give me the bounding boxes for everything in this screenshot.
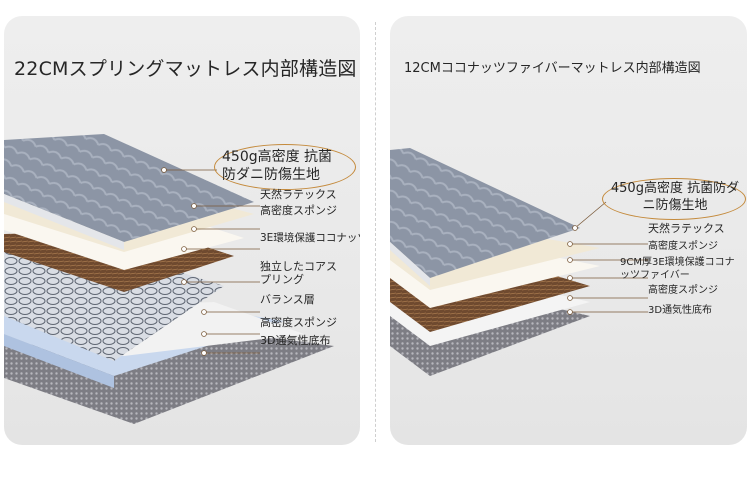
right-mattress-illustration: [390, 148, 648, 376]
label-coir: 9CM厚3E環境保護ココナッツファイバー: [620, 257, 735, 281]
label-balance: バランス層: [260, 293, 315, 306]
label-fabric: 450g高密度 抗菌防ダニ防傷生地: [222, 149, 333, 183]
label-bottom-fabric: 3D通気性底布: [260, 334, 331, 347]
label-spring: 独立したコアスプリング: [260, 260, 337, 286]
label-latex: 天然ラテックス: [648, 222, 725, 235]
label-sponge-lower: 高密度スポンジ: [648, 285, 718, 296]
left-title: 22CMスプリングマットレス内部構造図: [14, 58, 357, 80]
fabric-highlight-oval: [214, 144, 356, 190]
label-sponge: 高密度スポンジ: [648, 241, 718, 252]
label-latex: 天然ラテックス: [260, 188, 337, 201]
right-title: 12CMココナッツファイバーマットレス内部構造図: [404, 61, 701, 76]
layer-top-fabric: [390, 148, 580, 278]
panel-divider: [375, 22, 376, 442]
label-bottom-fabric: 3D通気性底布: [648, 305, 713, 316]
fabric-highlight-oval: [602, 178, 746, 220]
layer-top-fabric: [4, 134, 254, 242]
right-panel: 12CMココナッツファイバーマットレス内部構造図: [390, 16, 747, 445]
label-sponge-lower: 高密度スポンジ: [260, 316, 337, 329]
left-mattress-illustration: [4, 134, 334, 424]
left-panel: 22CMスプリングマットレス内部構造図: [4, 16, 360, 445]
label-sponge: 高密度スポンジ: [260, 204, 337, 217]
label-coir: 3E環境保護ココナッツファイバー: [260, 232, 360, 244]
label-fabric: 450g高密度 抗菌防ダニ防傷生地: [610, 181, 740, 213]
